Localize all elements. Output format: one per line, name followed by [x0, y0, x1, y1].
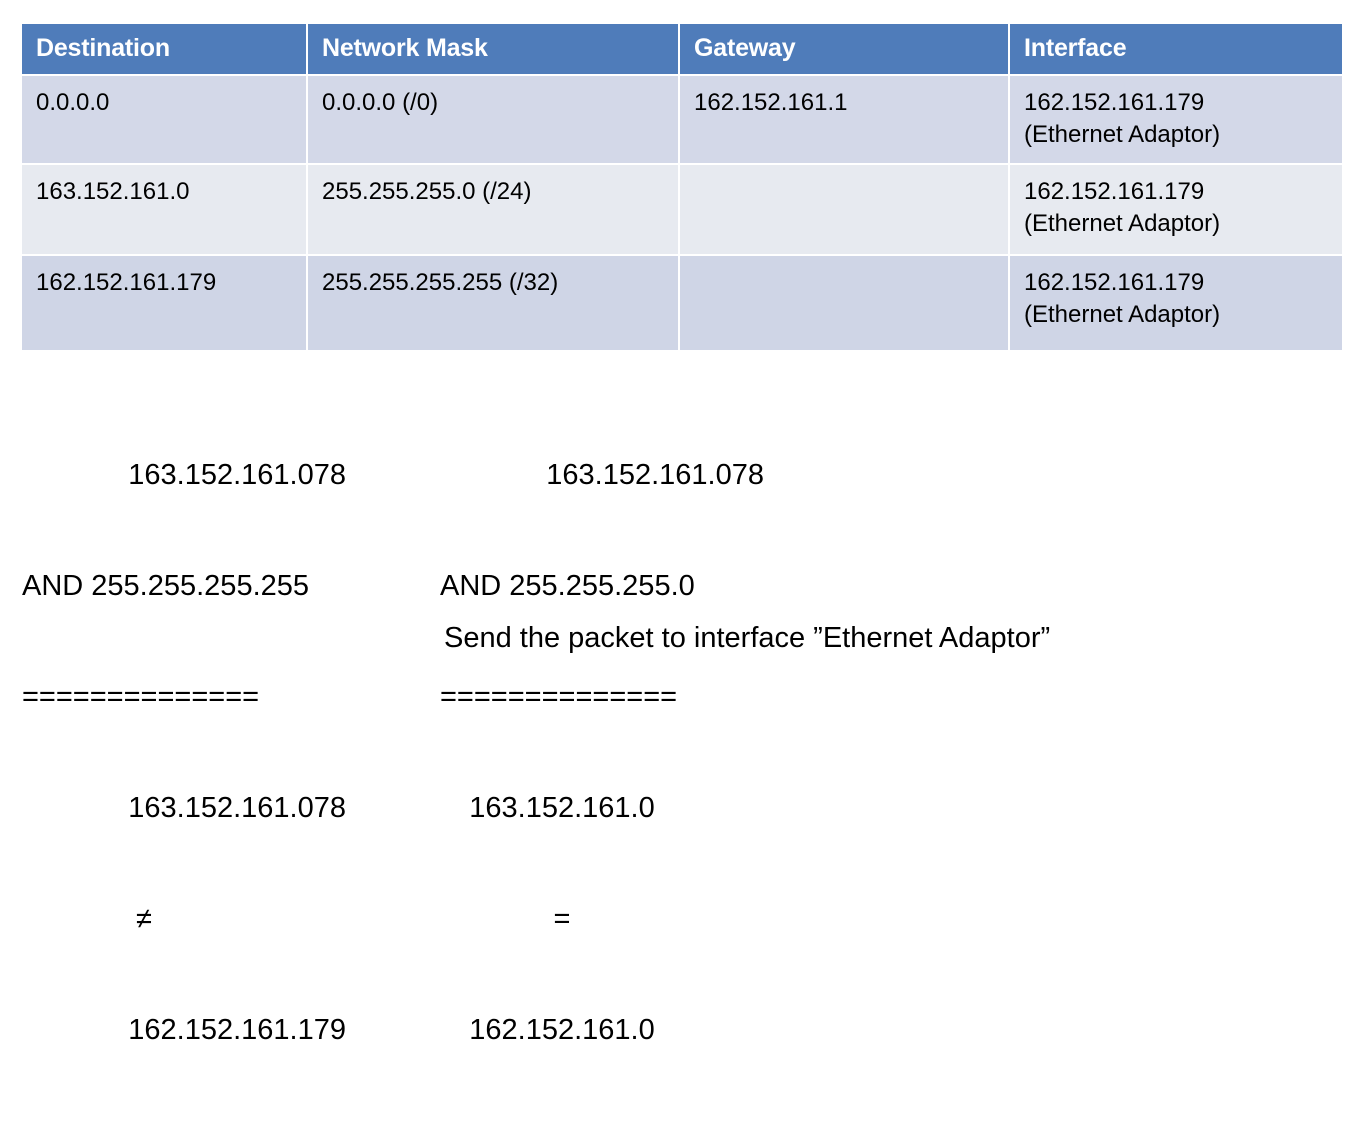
calculation-left: 163.152.161.078 AND 255.255.255.255 ====…	[22, 383, 352, 1123]
cell-interface-address: 162.152.161.179	[1024, 269, 1205, 296]
right-comparison-operator: =	[553, 903, 571, 935]
calculation-right: 163.152.161.078 AND 255.255.255.0 ======…	[440, 383, 770, 1123]
left-operand1: 163.152.161.078	[128, 459, 346, 491]
cell-destination: 163.152.161.0	[22, 163, 308, 254]
left-operator: AND	[22, 570, 84, 602]
right-operator: AND	[440, 570, 502, 602]
table-row: 0.0.0.0 0.0.0.0 (/0) 162.152.161.1 162.1…	[22, 74, 1342, 163]
right-result: 163.152.161.0	[469, 792, 655, 824]
cell-gateway	[680, 254, 1010, 350]
cell-interface-name: (Ethernet Adaptor)	[1024, 209, 1221, 237]
column-header-gateway[interactable]: Gateway	[680, 24, 1010, 74]
cell-interface: 162.152.161.179 (Ethernet Adaptor)	[1010, 163, 1342, 254]
cell-interface: 162.152.161.179 (Ethernet Adaptor)	[1010, 74, 1342, 163]
cell-gateway: 162.152.161.1	[680, 74, 1010, 163]
left-separator: ==============	[22, 681, 260, 713]
right-operand1: 163.152.161.078	[546, 459, 764, 491]
table-row: 163.152.161.0 255.255.255.0 (/24) 162.15…	[22, 163, 1342, 254]
column-header-network-mask[interactable]: Network Mask	[308, 24, 680, 74]
column-header-destination[interactable]: Destination	[22, 24, 308, 74]
cell-interface: 162.152.161.179 (Ethernet Adaptor)	[1010, 254, 1342, 350]
cell-network-mask: 255.255.255.0 (/24)	[308, 163, 680, 254]
routing-table: Destination Network Mask Gateway Interfa…	[22, 24, 1342, 350]
right-operand2: 255.255.255.0	[509, 570, 695, 602]
cell-destination: 0.0.0.0	[22, 74, 308, 163]
cell-interface-address: 162.152.161.179	[1024, 178, 1205, 205]
table-row: 162.152.161.179 255.255.255.255 (/32) 16…	[22, 254, 1342, 350]
conclusion-text: Send the packet to interface ”Ethernet A…	[444, 622, 1051, 654]
cell-destination: 162.152.161.179	[22, 254, 308, 350]
cell-interface-name: (Ethernet Adaptor)	[1024, 120, 1221, 148]
table-header-row: Destination Network Mask Gateway Interfa…	[22, 24, 1342, 74]
right-and-operand2: AND 255.255.255.0	[440, 568, 770, 605]
right-separator: ==============	[440, 681, 678, 713]
left-operand2: 255.255.255.255	[91, 570, 310, 602]
left-result: 163.152.161.078	[128, 792, 346, 824]
right-compared-to: 162.152.161.0	[469, 1014, 655, 1046]
left-and-operand2: AND 255.255.255.255	[22, 568, 352, 605]
cell-network-mask: 0.0.0.0 (/0)	[308, 74, 680, 163]
left-compared-to: 162.152.161.179	[128, 1014, 346, 1046]
left-comparison-operator: ≠	[136, 903, 152, 935]
cell-interface-name: (Ethernet Adaptor)	[1024, 300, 1221, 328]
column-header-interface[interactable]: Interface	[1010, 24, 1342, 74]
cell-gateway	[680, 163, 1010, 254]
cell-interface-address: 162.152.161.179	[1024, 89, 1205, 116]
cell-network-mask: 255.255.255.255 (/32)	[308, 254, 680, 350]
